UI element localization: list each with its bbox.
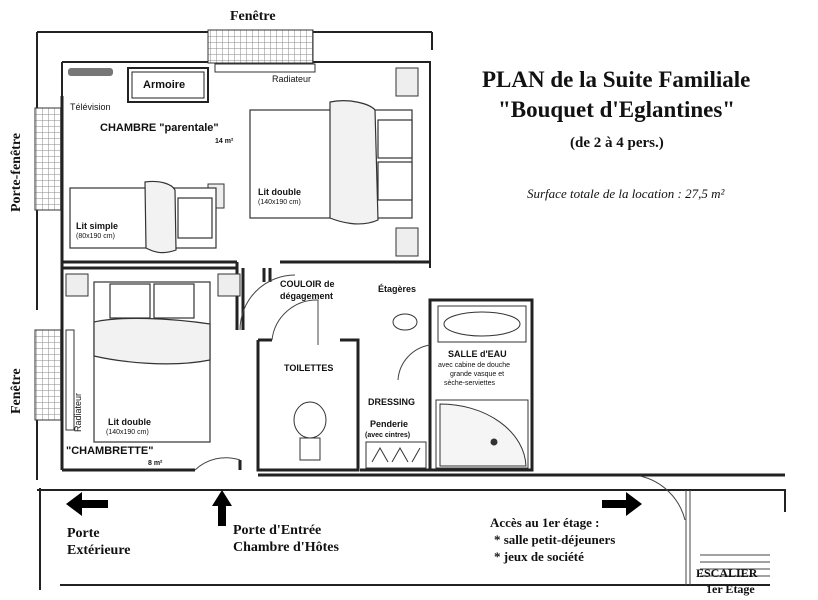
- arrow-left: [66, 492, 108, 516]
- window-top-label: Fenêtre: [230, 9, 276, 24]
- arrow-up: [212, 490, 232, 526]
- chambrette-room-name: "CHAMBRETTE": [66, 445, 154, 457]
- suite-name: "Bouquet d'Eglantines": [498, 97, 736, 122]
- dressing-label: DRESSING: [368, 397, 416, 407]
- wardrobe: [127, 67, 209, 103]
- radiator-left: [65, 329, 75, 431]
- top-window: [207, 29, 314, 64]
- radiator-label: Radiateur: [272, 74, 312, 84]
- toilets-label: TOILETTES: [284, 363, 334, 373]
- parental-bed-label: Lit double: [258, 187, 301, 197]
- arrow-right: [602, 492, 642, 516]
- door-arcs: [194, 274, 686, 521]
- plan-title: PLAN de la Suite Familiale: [482, 67, 751, 92]
- parental-room-area: 14 m²: [215, 138, 234, 145]
- radiator-top: [214, 63, 316, 73]
- window-left-label: Fenêtre: [9, 368, 24, 414]
- shelves-label: Étagères: [378, 284, 417, 294]
- staircase: [685, 490, 770, 585]
- french-window: [34, 107, 64, 211]
- bathroom-desc-3: sèche-serviettes: [444, 380, 495, 387]
- chambrette-radiator-label: Radiateur: [73, 392, 83, 432]
- staircase-label-2: 1er Etage: [706, 582, 755, 596]
- staircase-label-1: ESCALIER: [696, 566, 758, 580]
- toilet: [293, 401, 327, 461]
- entrance-door-label-1: Porte d'Entrée: [233, 523, 322, 538]
- exterior-door-label-2: Extérieure: [67, 543, 131, 558]
- first-floor-item-1: * salle petit-déjeuners: [494, 532, 616, 547]
- exterior-door-label-1: Porte: [67, 526, 100, 541]
- bathroom-desc-1: avec cabine de douche: [438, 362, 510, 369]
- bathroom-desc-2: grande vasque et: [450, 371, 505, 378]
- dressing-rail-note: (avec cintres): [365, 432, 411, 439]
- nightstand: [395, 67, 419, 97]
- nightstand: [217, 273, 241, 297]
- capacity: (de 2 à 4 pers.): [570, 135, 664, 151]
- tv-label: Télévision: [70, 102, 111, 112]
- chambrette-double-bed: [93, 281, 211, 443]
- nightstand: [65, 273, 89, 297]
- single-bed: [69, 180, 217, 254]
- left-window: [34, 329, 64, 421]
- parental-bed-size: (140x190 cm): [258, 199, 301, 206]
- dressing-rail-label: Penderie: [370, 419, 409, 429]
- single-bed-size: (80x190 cm): [76, 233, 115, 240]
- tv-unit: [68, 68, 113, 76]
- wardrobe-label: Armoire: [143, 79, 186, 91]
- bathroom-fixtures: [435, 305, 529, 469]
- entrance-door-label-2: Chambre d'Hôtes: [233, 540, 339, 555]
- nightstand: [395, 227, 419, 257]
- parental-room-name: CHAMBRE "parentale": [100, 122, 219, 134]
- bathroom-label: SALLE d'EAU: [448, 349, 507, 359]
- parental-double-bed: [249, 100, 413, 225]
- outer-walls: [36, 31, 786, 590]
- shelves-lamp: [392, 313, 418, 331]
- total-surface: Surface totale de la location : 27,5 m²: [527, 186, 725, 201]
- corridor-label-line2: dégagement: [280, 291, 334, 301]
- chambrette-room-area: 8 m²: [148, 460, 163, 467]
- single-bed-label: Lit simple: [76, 221, 119, 231]
- corridor-label-line1: COULOIR de: [280, 279, 335, 289]
- interior-walls: [60, 96, 785, 477]
- chambrette-bed-size: (140x190 cm): [106, 429, 149, 436]
- first-floor-item-2: * jeux de société: [494, 549, 584, 564]
- first-floor-heading: Accès au 1er étage :: [490, 515, 600, 530]
- french-window-label: Porte-fenêtre: [9, 132, 24, 212]
- chambrette-bed-label: Lit double: [108, 417, 151, 427]
